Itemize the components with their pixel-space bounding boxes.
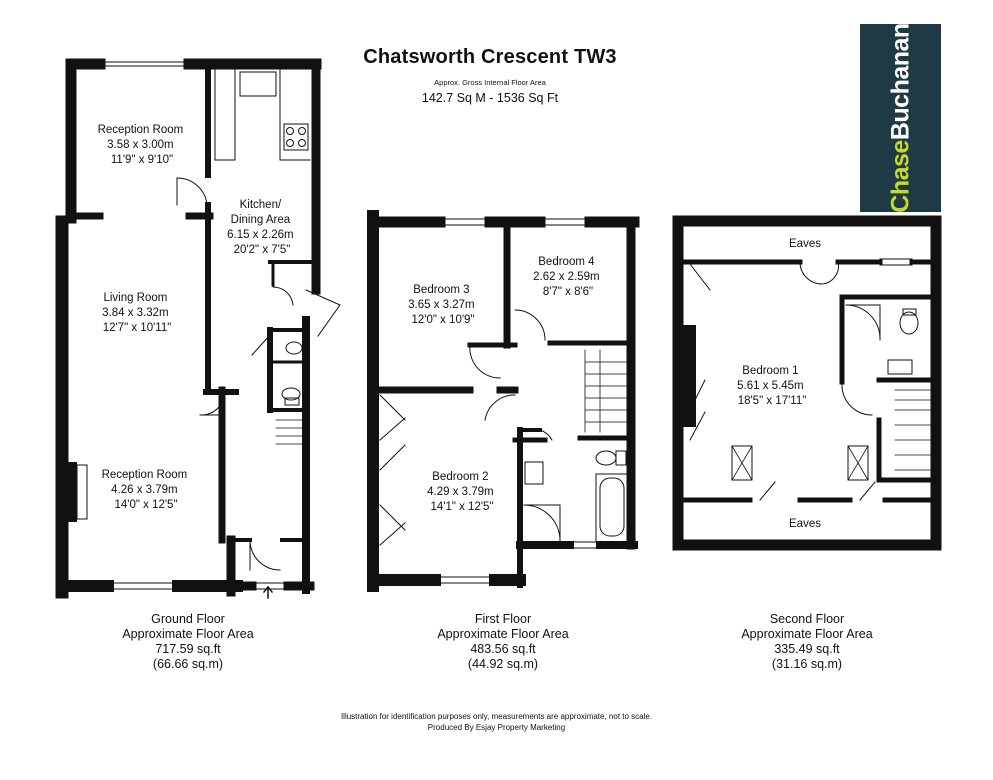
floor-area-sqft: 483.56 sq.ft: [470, 642, 536, 656]
room-metric: 3.65 x 3.27m: [408, 299, 474, 311]
room-imperial: 12'7" x 10'11": [103, 322, 172, 334]
footer-credit: Produced By Esjay Property Marketing: [427, 723, 566, 732]
floor-name: Ground Floor: [151, 612, 225, 626]
room-name: Bedroom 1: [742, 365, 798, 377]
floor-summary-first: First Floor Approximate Floor Area 483.5…: [393, 612, 613, 672]
room-name: Bedroom 2: [432, 471, 488, 483]
floor-area-sqm: (44.92 sq.m): [467, 657, 539, 671]
floor-area-label: Approximate Floor Area: [437, 627, 569, 641]
room-imperial: 8'7" x 8'6": [543, 286, 593, 298]
room-reception-top: Reception Room 3.58 x 3.00m 11'9" x 9'10…: [98, 124, 187, 166]
page-subtitle: Approx. Gross Internal Floor Area: [434, 78, 546, 87]
ground-floor-plan: [55, 58, 341, 599]
total-area: 142.7 Sq M - 1536 Sq Ft: [421, 91, 559, 105]
room-name: Reception Room: [98, 124, 184, 136]
room-imperial: 18'5" x 17'11": [738, 395, 807, 407]
floor-area-sqm: (31.16 sq.m): [771, 657, 843, 671]
page-title: Chatsworth Crescent TW3: [363, 46, 617, 68]
room-bedroom-4: Bedroom 4 2.62 x 2.59m 8'7" x 8'6": [533, 256, 603, 298]
room-name: Kitchen/: [240, 199, 282, 211]
floor-name: First Floor: [474, 612, 532, 626]
floor-area-sqft: 717.59 sq.ft: [155, 642, 221, 656]
floor-area-label: Approximate Floor Area: [122, 627, 254, 641]
room-bedroom-1: Bedroom 1 5.61 x 5.45m 18'5" x 17'11": [737, 365, 807, 407]
room-metric: 2.62 x 2.59m: [533, 271, 599, 283]
room-metric: 5.61 x 5.45m: [737, 380, 803, 392]
room-imperial: 14'1" x 12'5": [430, 501, 493, 513]
floor-area-sqm: (66.66 sq.m): [152, 657, 224, 671]
footer-disclaimer: Illustration for identification purposes…: [340, 712, 653, 721]
room-metric: 3.84 x 3.32m: [102, 307, 168, 319]
floor-area-label: Approximate Floor Area: [741, 627, 873, 641]
room-reception-bottom: Reception Room 4.26 x 3.79m 14'0" x 12'5…: [102, 469, 191, 511]
room-bedroom-2: Bedroom 2 4.29 x 3.79m 14'1" x 12'5": [427, 471, 497, 513]
room-name: Living Room: [103, 292, 167, 304]
room-metric: 6.15 x 2.26m: [227, 229, 293, 241]
room-living: Living Room 3.84 x 3.32m 12'7" x 10'11": [102, 292, 172, 334]
room-eaves-bottom: Eaves: [789, 518, 821, 530]
floor-summary-second: Second Floor Approximate Floor Area 335.…: [697, 612, 917, 672]
room-imperial: 20'2" x 7'5": [234, 244, 291, 256]
floor-name: Second Floor: [769, 612, 845, 626]
room-kitchen: Kitchen/ Dining Area 6.15 x 2.26m 20'2" …: [227, 199, 297, 256]
room-imperial: 11'9" x 9'10": [111, 154, 173, 166]
second-floor-plan: [672, 215, 942, 551]
brand-logo: ChaseBuchanan: [860, 24, 941, 212]
room-metric: 4.26 x 3.79m: [111, 484, 177, 496]
first-floor-plan: [367, 210, 640, 592]
room-imperial: 14'0" x 12'5": [114, 499, 177, 511]
room-name-2: Dining Area: [231, 214, 291, 226]
footer: Illustration for identification purposes…: [200, 711, 793, 733]
floor-summary-ground: Ground Floor Approximate Floor Area 717.…: [78, 612, 298, 672]
room-metric: 3.58 x 3.00m: [107, 139, 173, 151]
room-name: Bedroom 4: [538, 256, 595, 268]
room-name: Reception Room: [102, 469, 188, 481]
room-eaves-top: Eaves: [789, 238, 821, 250]
room-bedroom-3: Bedroom 3 3.65 x 3.27m 12'0" x 10'9": [408, 284, 478, 326]
room-imperial: 12'0" x 10'9": [411, 314, 474, 326]
floor-area-sqft: 335.49 sq.ft: [774, 642, 840, 656]
room-metric: 4.29 x 3.79m: [427, 486, 493, 498]
room-name: Bedroom 3: [413, 284, 469, 296]
